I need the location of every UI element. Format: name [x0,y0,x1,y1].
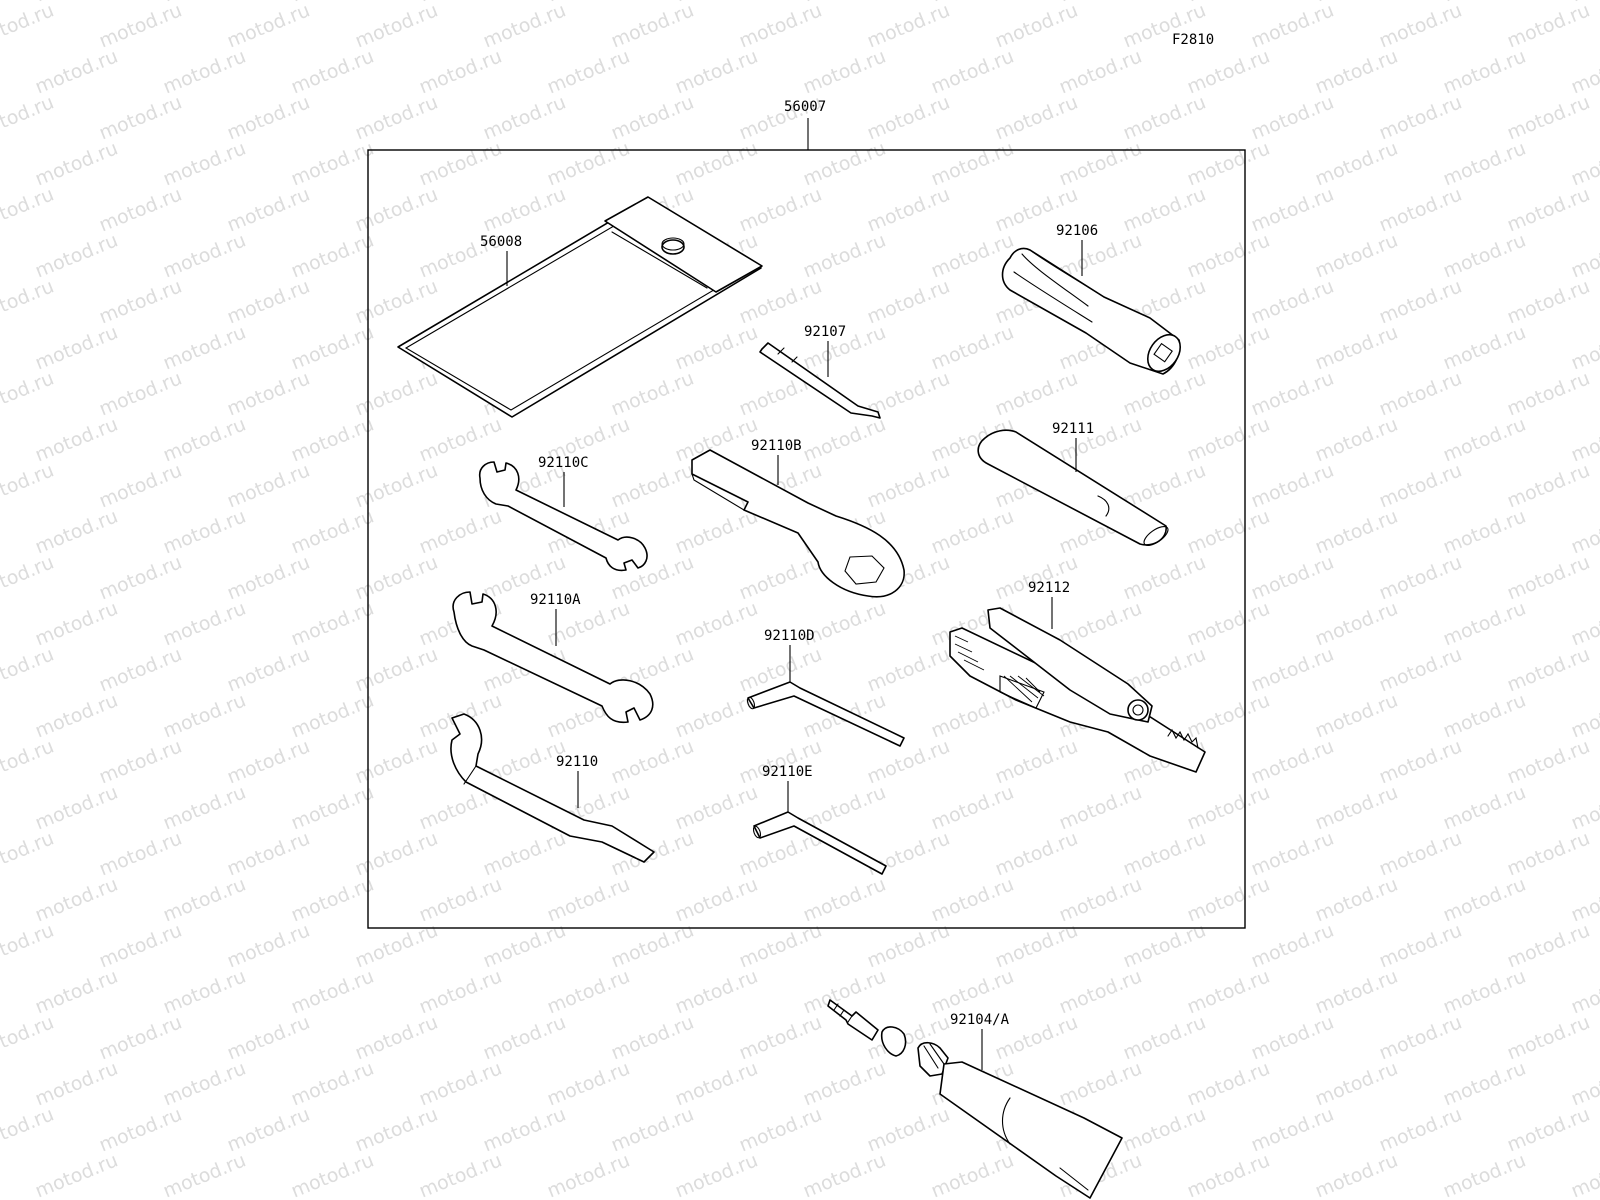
label-92112: 92112 [1028,580,1070,596]
tool-pouch [397,196,763,418]
pliers [949,607,1206,773]
label-56007: 56007 [784,99,826,115]
label-92104a: 92104/A [950,1012,1010,1028]
label-92110a: 92110A [530,592,581,608]
wrench-92110a [452,591,654,724]
ring-wrench-92110b [691,449,905,598]
screwdriver-handle [1001,247,1182,375]
hook-wrench-92110 [450,713,655,863]
hex-key-92110d [746,681,905,747]
label-92110b: 92110B [751,438,802,454]
screwdriver-bit [759,342,881,419]
label-92110d: 92110D [764,628,815,644]
label-92110c: 92110C [538,455,589,471]
hex-key-92110e [752,811,887,875]
kit-frame [367,149,1246,929]
label-92110: 92110 [556,754,598,770]
tire-gauge-tube [827,999,1123,1199]
figure-code: F2810 [1172,32,1214,48]
label-92111: 92111 [1052,421,1094,437]
label-92107: 92107 [804,324,846,340]
label-92106: 92106 [1056,223,1098,239]
label-92110e: 92110E [762,764,813,780]
wrench-92110c [478,461,648,572]
label-56008: 56008 [480,234,522,250]
extension-bar [977,429,1169,546]
